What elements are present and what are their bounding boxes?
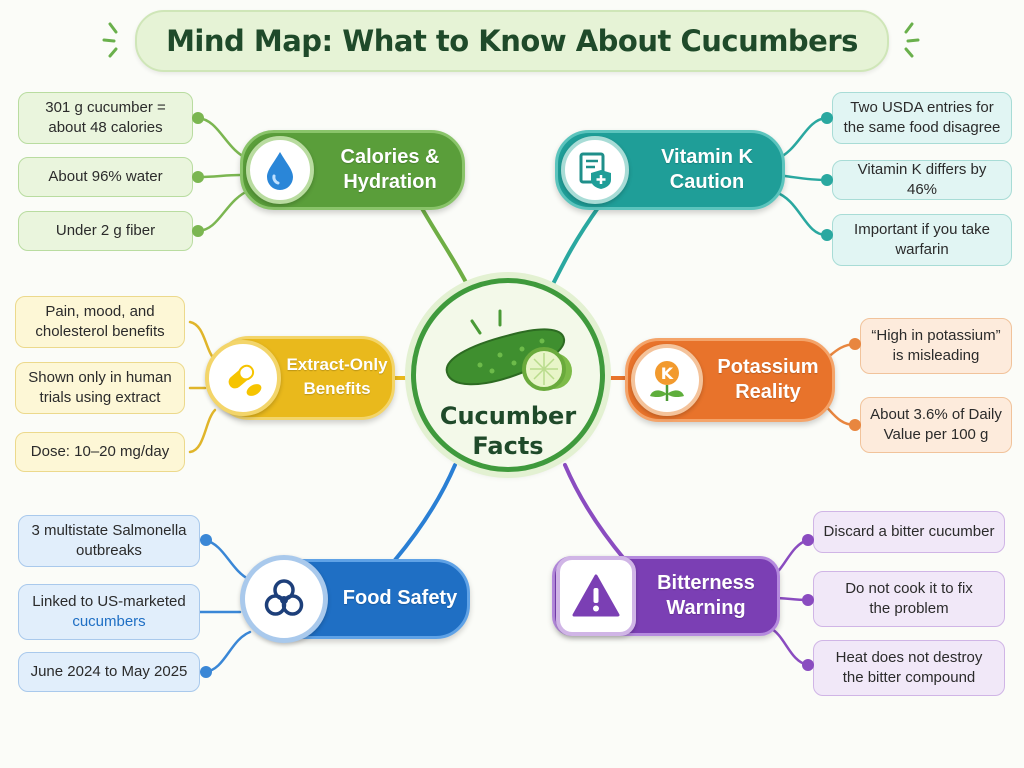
connector-dot — [200, 534, 212, 546]
leaf-safety-3: June 2024 to May 2025 — [18, 652, 200, 692]
capsule-pills-icon — [205, 340, 281, 416]
cucumber-icon — [445, 309, 572, 391]
connector-dot — [192, 225, 204, 237]
warning-triangle-icon — [556, 556, 636, 636]
branch-bitterness-warning: Bitterness Warning — [552, 550, 780, 642]
leaf-bitterness-1: Discard a bitter cucumber — [813, 511, 1005, 553]
title-banner: Mind Map: What to Know About Cucumbers — [135, 10, 889, 72]
branch-label-bitterness: Bitterness — [657, 572, 755, 594]
branch-vitamin-k-caution: Vitamin K Caution — [555, 130, 785, 210]
center-title-line2: Facts — [472, 432, 544, 460]
sparkle-left-icon — [102, 22, 118, 58]
connector-dot — [192, 112, 204, 124]
connector-dot — [192, 171, 204, 183]
branch-label-calories: Calories & — [340, 146, 440, 168]
potassium-letter: K — [661, 364, 674, 383]
branch-label-potassium: Potassium — [717, 356, 819, 378]
connector-dot — [821, 112, 833, 124]
connector-dot — [802, 534, 814, 546]
connector-dot — [849, 419, 861, 431]
connector-dot — [802, 594, 814, 606]
connector-dot — [802, 659, 814, 671]
leaf-extract-3: Dose: 10–20 mg/day — [15, 432, 185, 472]
leaf-calories-3: Under 2 g fiber — [18, 211, 193, 251]
branch-potassium-reality: K Potassium Reality — [625, 338, 835, 422]
potassium-plant-icon: K — [631, 344, 703, 416]
page-title: Mind Map: What to Know About Cucumbers — [166, 24, 858, 58]
connector-calories — [418, 203, 472, 292]
connector-vitamin-k — [548, 203, 602, 292]
water-drop-icon — [246, 136, 314, 204]
center-title-line1: Cucumber — [439, 402, 577, 430]
branch-extract-only-benefits: Extract-Only Benefits — [205, 336, 395, 420]
connector-dot — [821, 174, 833, 186]
biohazard-icon — [240, 555, 328, 643]
branch-label-vitamin-k: Vitamin K — [661, 146, 753, 168]
medical-document-icon — [561, 136, 629, 204]
connector-dot — [200, 666, 212, 678]
center-node: Cucumber Facts — [411, 278, 605, 472]
leaf-calories-1: 301 g cucumber =about 48 calories — [18, 92, 193, 144]
branch-label-extract: Extract-Only — [286, 355, 388, 374]
leaf-vitamin-k-2: Vitamin K differs by 46% — [832, 160, 1012, 200]
connector-safety — [393, 463, 457, 562]
connector-dot — [821, 229, 833, 241]
leaf-potassium-1: “High in potassium”is misleading — [860, 318, 1012, 374]
connector-dot — [849, 338, 861, 350]
branch-calories-hydration: Calories & Hydration — [240, 130, 465, 210]
sparkle-right-icon — [904, 22, 920, 58]
branch-food-safety: Food Safety — [240, 555, 470, 643]
branch-label-safety: Food Safety — [342, 587, 458, 609]
leaf-calories-2: About 96% water — [18, 157, 193, 197]
connector-bitterness — [563, 463, 627, 562]
